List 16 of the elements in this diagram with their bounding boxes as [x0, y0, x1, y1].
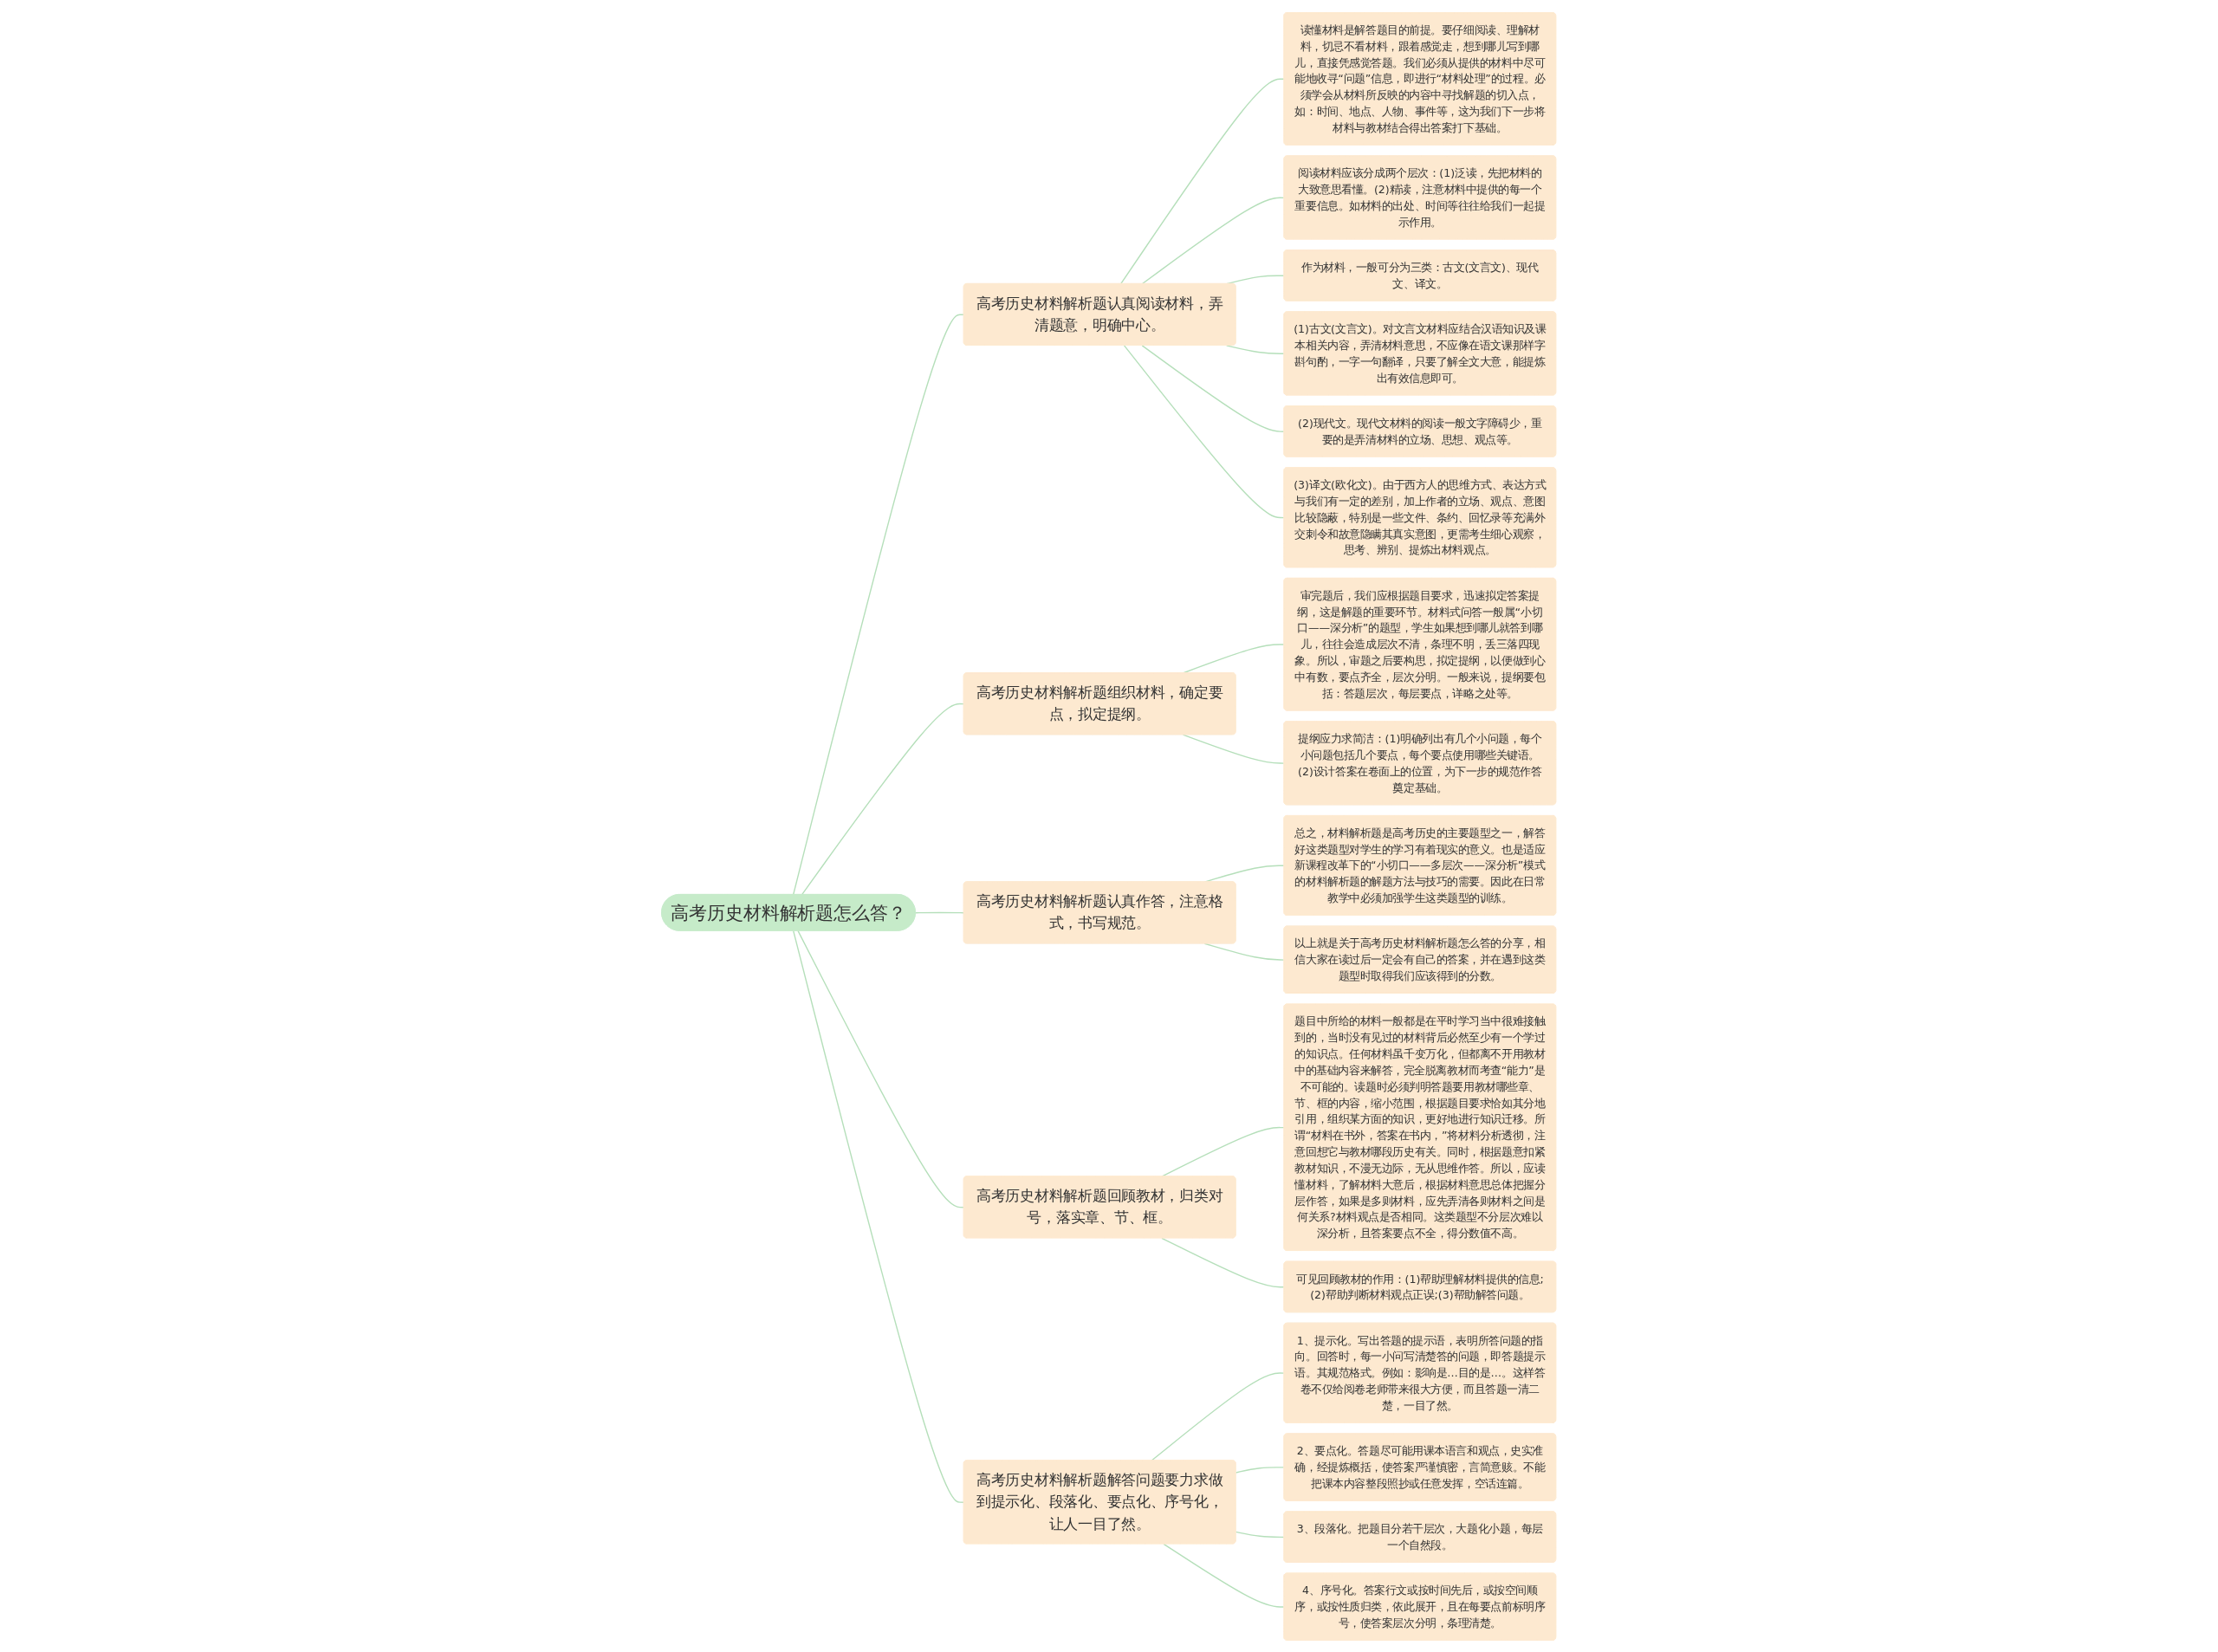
connector — [1120, 78, 1286, 284]
connector — [793, 314, 965, 895]
connector — [1183, 733, 1286, 764]
connector — [1151, 1371, 1286, 1461]
connector — [801, 703, 965, 895]
connector — [797, 930, 965, 1208]
connector — [1161, 1237, 1286, 1287]
connector — [793, 930, 965, 1503]
connector — [1141, 344, 1286, 432]
connector — [1163, 1543, 1286, 1608]
connector — [1235, 1466, 1286, 1474]
connector — [1235, 1531, 1286, 1538]
connector — [1204, 943, 1286, 961]
connector — [1226, 344, 1286, 354]
connector — [915, 911, 965, 913]
connector — [1124, 344, 1286, 518]
